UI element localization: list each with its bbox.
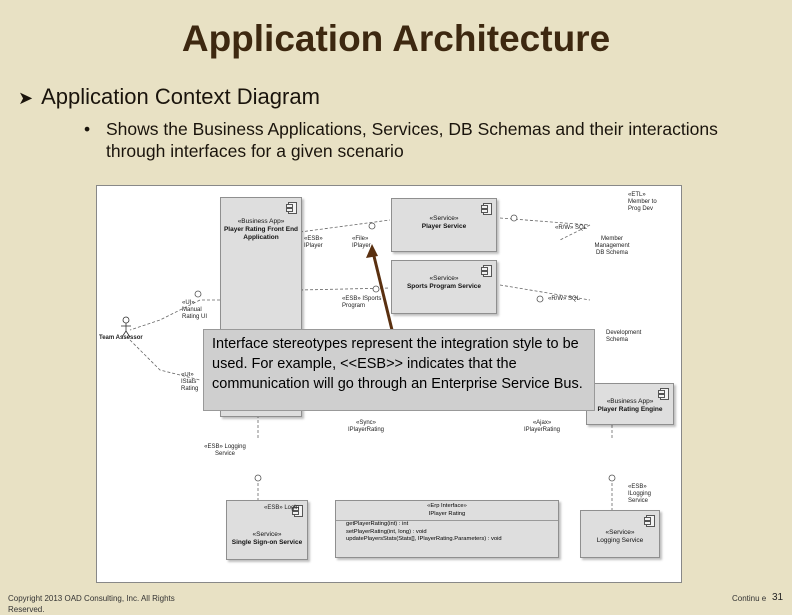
callout-pointer-line	[370, 247, 394, 331]
label-rw-sql-2: «R/W» SQL	[548, 296, 581, 302]
label-esb-iplayer: «ESB» IPlayer	[304, 236, 323, 249]
box-name: Single Sign-on Service	[231, 539, 303, 546]
box-stereotype: «Service»	[605, 529, 635, 536]
label-file-iplayer: «File» IPlayer	[352, 236, 371, 249]
label-ui-manual-rating: «UI» Manual Rating UI	[182, 300, 208, 320]
label-ajax-iplayerrating: «Ajax» IPlayerRating	[523, 420, 561, 433]
footer-continue: Continu e	[732, 594, 767, 603]
bullet-level-2-text: Shows the Business Applications, Service…	[106, 119, 718, 161]
interface-header: «Erp Interface» IPlayer Rating	[336, 501, 558, 521]
box-name: Player Rating Front End Application	[223, 226, 299, 241]
slide-title: Application Architecture	[181, 18, 611, 59]
component-icon	[286, 202, 297, 214]
interface-operation: setPlayerRating(int, long) : void	[346, 528, 427, 535]
actor-team-assessor-icon	[121, 316, 131, 338]
label-esb-login: «ESB» Login	[264, 505, 300, 511]
interface-iplayer-rating: «Erp Interface» IPlayer Rating getPlayer…	[335, 500, 559, 558]
bullet-level-1-text: Application Context Diagram	[41, 84, 320, 109]
interface-stereotype: «Erp Interface»	[427, 503, 467, 509]
label-ui-stats-rating: «UI» IStats Rating	[181, 372, 199, 392]
interface-name: IPlayer Rating	[428, 510, 466, 517]
box-stereotype: «Service»	[429, 215, 459, 222]
box-logging-service: «Service» Logging Service	[580, 510, 660, 558]
box-player-service: «Service» Player Service	[391, 198, 497, 252]
component-icon	[644, 515, 655, 527]
arrow-bullet-icon: ➤	[18, 88, 34, 108]
box-name: Player Rating Engine	[597, 406, 663, 413]
box-stereotype: «Service»	[252, 531, 282, 538]
label-development-schema: Development Schema	[606, 330, 642, 343]
component-icon	[658, 388, 669, 400]
footer-copyright: Copyright 2013 OAD Consulting, Inc. All …	[8, 594, 175, 614]
component-icon	[481, 265, 492, 277]
component-icon	[481, 203, 492, 215]
callout-note: Interface stereotypes represent the inte…	[203, 329, 595, 411]
box-player-rating-engine: «Business App» Player Rating Engine	[586, 383, 674, 425]
interface-operation: updatePlayersStats(Stats[], IPlayerRatin…	[346, 536, 502, 542]
label-member-db-schema: Member Management DB Schema	[594, 236, 630, 256]
box-stereotype: «Service»	[429, 275, 459, 282]
page-number: 31	[772, 592, 784, 603]
box-stereotype: «Business App»	[237, 218, 285, 225]
dot-bullet-icon: •	[84, 119, 91, 139]
bullet-level-2: • Shows the Business Applications, Servi…	[84, 118, 724, 162]
label-team-assessor: Team Assessor	[99, 335, 143, 341]
label-esb-isports: «ESB» ISports Program	[342, 296, 382, 309]
box-name: Sports Program Service	[406, 283, 482, 290]
box-stereotype: «Business App»	[606, 398, 654, 405]
box-name: Player Service	[421, 223, 467, 230]
callout-pointer-arrowhead	[366, 244, 378, 258]
label-rw-sql: «R/W» SQL	[555, 225, 588, 231]
interface-operation: getPlayerRating(int) : int	[346, 521, 409, 527]
bullet-level-1: ➤ Application Context Diagram	[18, 84, 320, 110]
component-icon	[292, 505, 303, 517]
box-name: Logging Service	[596, 537, 644, 544]
label-esb-ilogging: «ESB» ILogging Service	[628, 484, 652, 504]
label-sync-iplayerrating: «Sync» IPlayerRating	[347, 420, 385, 433]
label-etl: «ETL» Member to Prog Dev	[628, 192, 657, 212]
box-sports-program-service: «Service» Sports Program Service	[391, 260, 497, 314]
box-single-sign-on-service: «Service» Single Sign-on Service	[226, 500, 308, 560]
label-esb-logging-service: «ESB» Logging Service	[204, 444, 246, 457]
